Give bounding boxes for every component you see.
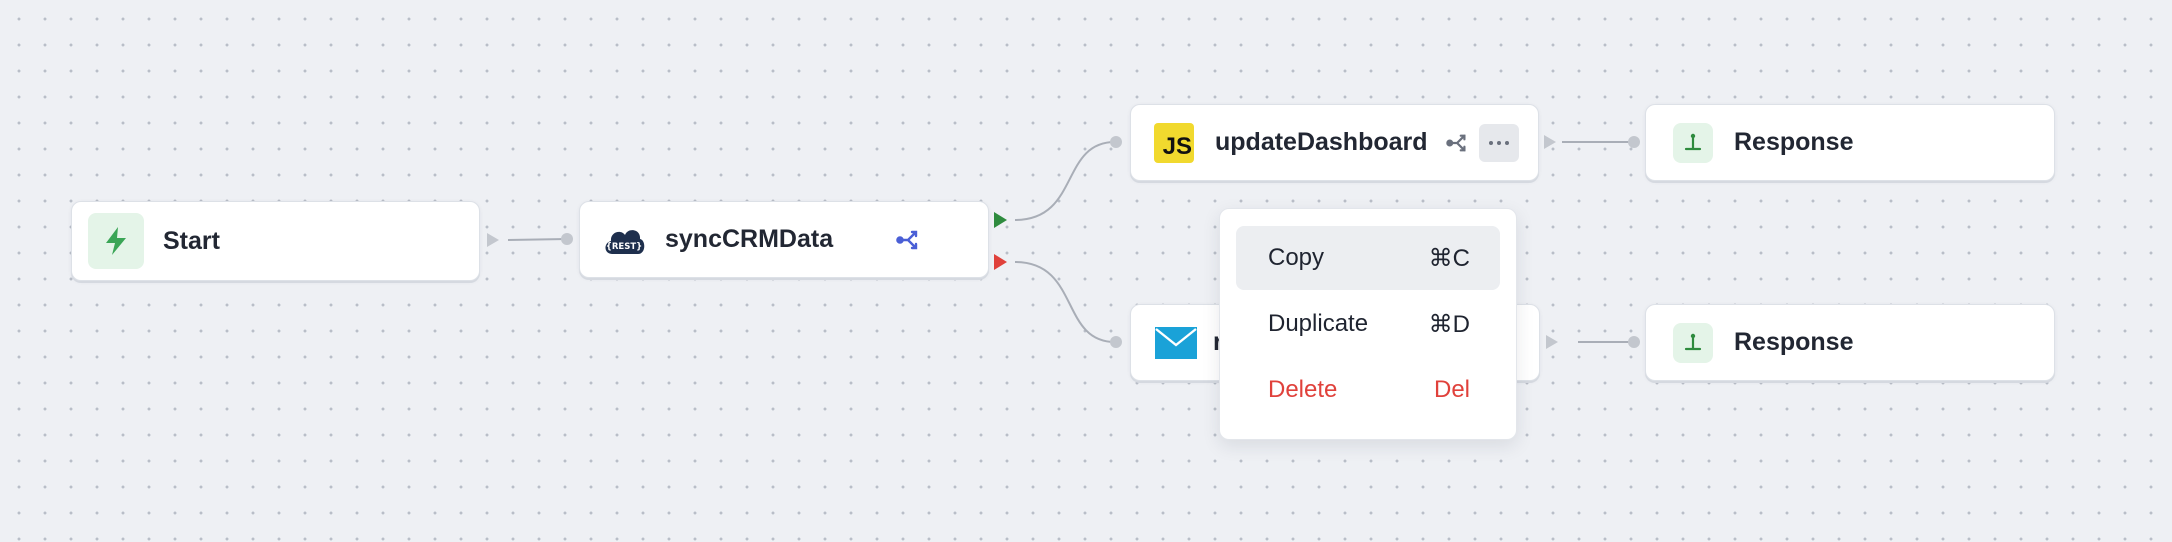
menu-item-label: Copy: [1268, 244, 1325, 271]
context-menu: Copy ⌘C Duplicate ⌘D Delete Del: [1219, 208, 1517, 440]
input-handle-sync: [561, 233, 573, 245]
more-icon[interactable]: [1479, 124, 1519, 162]
node-title: Start: [163, 226, 220, 255]
node-title: syncCRMData: [665, 225, 834, 253]
output-handle-start: [487, 233, 499, 247]
menu-item-delete[interactable]: Delete Del: [1236, 358, 1500, 422]
response-icon: [1673, 122, 1713, 163]
output-handle-update: [1544, 135, 1556, 149]
javascript-icon: JS: [1154, 122, 1194, 163]
menu-item-label: Delete: [1268, 376, 1338, 403]
lightning-icon: [88, 213, 144, 269]
node-title: Response: [1734, 128, 1854, 156]
edge-sync-mail: [1014, 261, 1116, 343]
edge-start-sync: [507, 238, 568, 241]
node-title: updateDashboard: [1215, 128, 1428, 156]
menu-item-shortcut: ⌘D: [1428, 310, 1470, 338]
success-output-handle: [994, 212, 1007, 228]
menu-item-shortcut: Del: [1433, 376, 1470, 403]
response-node-top[interactable]: Response: [1645, 104, 2055, 181]
menu-item-shortcut: ⌘C: [1428, 244, 1470, 272]
sync-crm-node[interactable]: {REST} syncCRMData: [579, 201, 989, 278]
error-output-handle: [994, 254, 1007, 270]
input-handle-update: [1110, 136, 1122, 148]
update-dashboard-node[interactable]: JS updateDashboard: [1130, 104, 1539, 181]
rest-cloud-icon: {REST}: [602, 218, 646, 262]
node-title: Response: [1734, 328, 1854, 356]
branch-icon[interactable]: [1446, 132, 1470, 159]
svg-text:{REST}: {REST}: [606, 242, 642, 252]
menu-item-copy[interactable]: Copy ⌘C: [1236, 226, 1500, 290]
input-handle-response-top: [1628, 136, 1640, 148]
node-title-partial: r: [1213, 328, 1223, 356]
response-icon: [1673, 322, 1713, 363]
menu-item-duplicate[interactable]: Duplicate ⌘D: [1236, 292, 1500, 356]
menu-item-label: Duplicate: [1268, 310, 1369, 337]
branch-icon[interactable]: [896, 228, 922, 257]
response-node-bottom[interactable]: Response: [1645, 304, 2055, 381]
js-icon-text: JS: [1162, 132, 1192, 160]
edge-sync-update: [1014, 141, 1116, 221]
input-handle-mail: [1110, 336, 1122, 348]
mail-icon: [1154, 321, 1198, 365]
output-handle-mail: [1546, 335, 1558, 349]
start-node[interactable]: Start: [71, 201, 480, 281]
input-handle-response-bottom: [1628, 336, 1640, 348]
